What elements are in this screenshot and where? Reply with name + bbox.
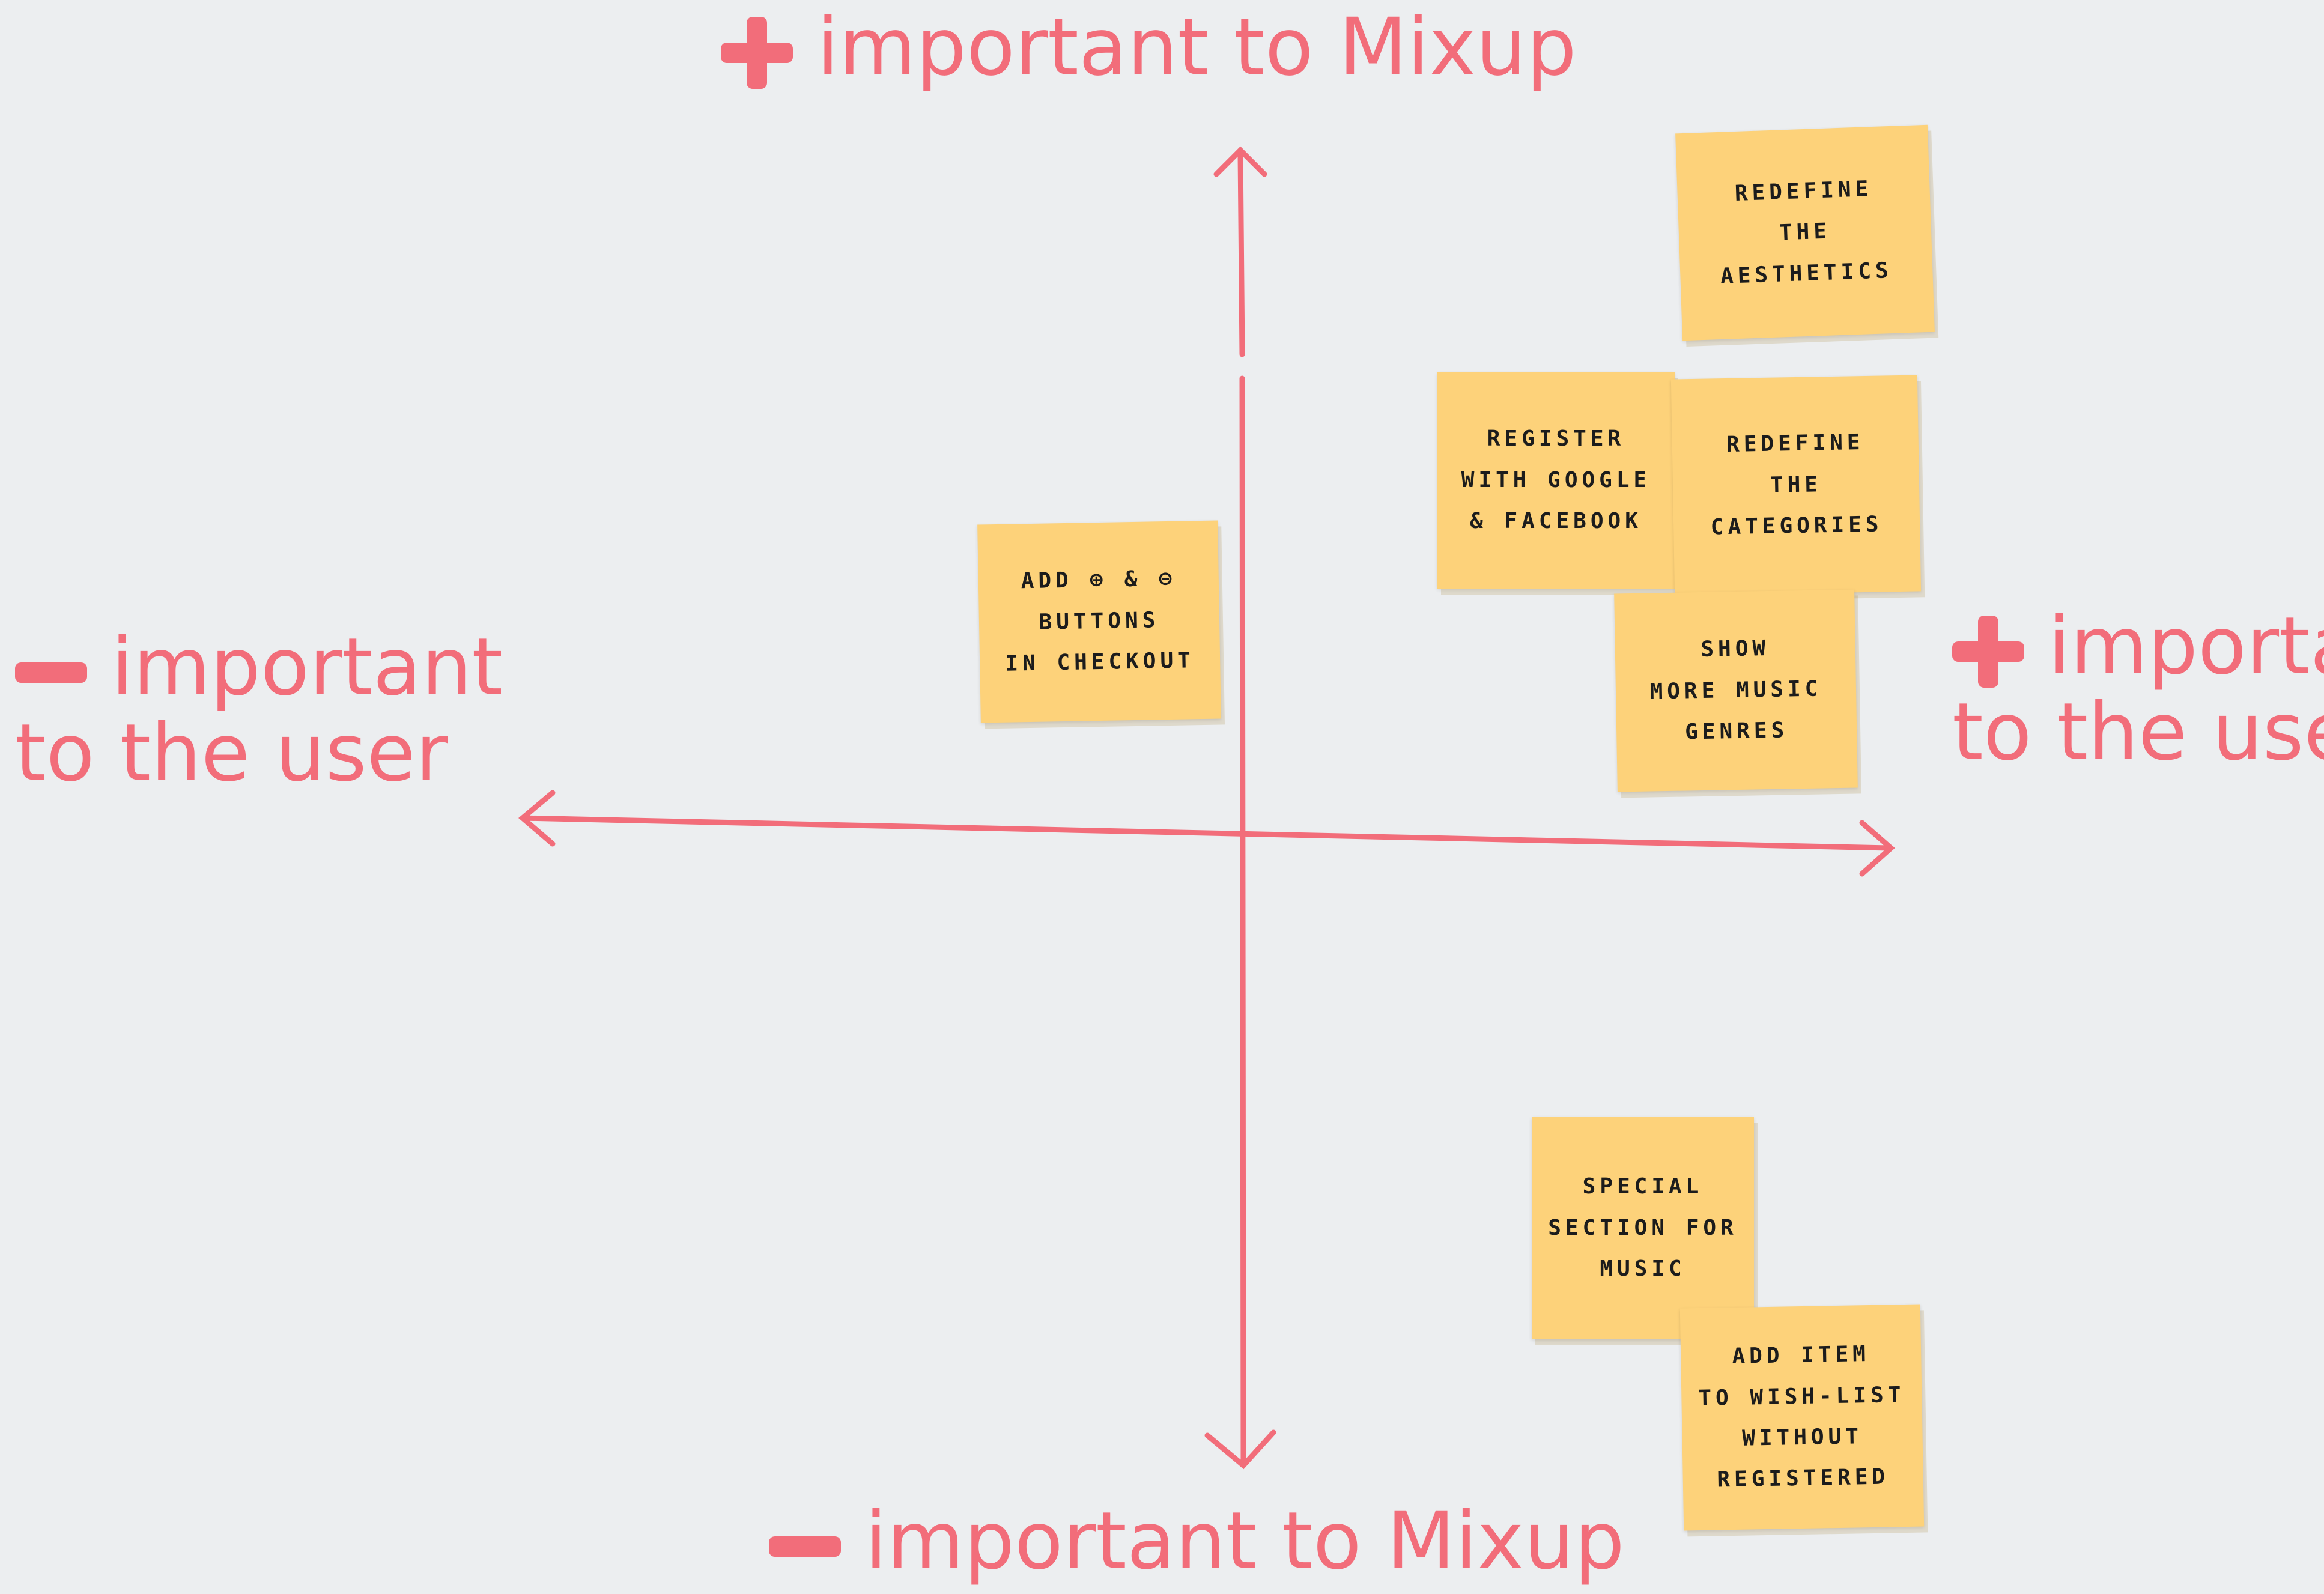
label-right-line1: important xyxy=(2048,600,2324,692)
note-line: the xyxy=(1770,472,1822,498)
note-line: categories xyxy=(1710,512,1883,540)
vertical-axis-lower xyxy=(1239,375,1246,1465)
sticky-note-register[interactable]: Register with google & facebook xyxy=(1437,372,1675,589)
label-bottom-text: important to Mixup xyxy=(865,1495,1625,1587)
vertical-axis xyxy=(1237,150,1245,357)
note-line: Show xyxy=(1701,636,1770,662)
label-top-text: important to Mixup xyxy=(817,1,1577,94)
note-line: buttons xyxy=(1039,608,1160,635)
sticky-note-special[interactable]: Special section for music xyxy=(1532,1117,1754,1339)
label-top: important to Mixup xyxy=(721,5,1577,91)
label-bottom: important to Mixup xyxy=(769,1499,1625,1584)
note-line: Register xyxy=(1487,426,1625,452)
note-line: Add item xyxy=(1732,1342,1870,1369)
note-line: Redefine xyxy=(1726,430,1864,458)
label-left: important to the user xyxy=(15,625,503,796)
minus-sign xyxy=(769,1536,841,1557)
note-line: music xyxy=(1600,1256,1686,1282)
note-line: to wish-list xyxy=(1698,1382,1905,1411)
note-line: Special xyxy=(1582,1174,1704,1199)
sticky-note-categories[interactable]: Redefine the categories xyxy=(1670,375,1922,596)
label-left-line2: to the user xyxy=(15,706,448,799)
arrow-down xyxy=(1204,1429,1276,1470)
label-left-line1: important xyxy=(111,621,503,714)
note-line: Add ⊕ & ⊖ xyxy=(1021,566,1177,594)
arrow-left xyxy=(518,790,556,847)
note-line: without xyxy=(1741,1424,1863,1451)
sticky-note-wishlist[interactable]: Add item to wish-list without registered xyxy=(1679,1304,1925,1531)
note-line: more music xyxy=(1649,676,1822,705)
note-line: Redefine xyxy=(1734,176,1873,206)
plus-sign xyxy=(721,16,793,89)
note-line: with google xyxy=(1461,467,1651,492)
arrow-up xyxy=(1213,146,1267,177)
note-line: in checkout xyxy=(1005,648,1195,676)
minus-sign xyxy=(15,662,87,683)
label-right-line2: to the user xyxy=(1952,685,2324,778)
sticky-note-buttons[interactable]: Add ⊕ & ⊖ buttons in checkout xyxy=(977,520,1221,723)
note-line: section for xyxy=(1548,1215,1738,1240)
note-line: the xyxy=(1779,219,1831,246)
sticky-note-aesthetics[interactable]: Redefine the aesthetics xyxy=(1675,124,1935,341)
arrow-right xyxy=(1859,820,1895,877)
label-right: important to the user xyxy=(1952,604,2324,775)
note-line: & facebook xyxy=(1470,509,1642,534)
plus-sign xyxy=(1952,615,2024,688)
sticky-note-genres[interactable]: Show more music genres xyxy=(1614,589,1858,792)
note-line: genres xyxy=(1684,718,1789,745)
note-line: registered xyxy=(1717,1464,1890,1492)
horizontal-axis xyxy=(520,815,1892,851)
note-line: aesthetics xyxy=(1720,258,1893,289)
